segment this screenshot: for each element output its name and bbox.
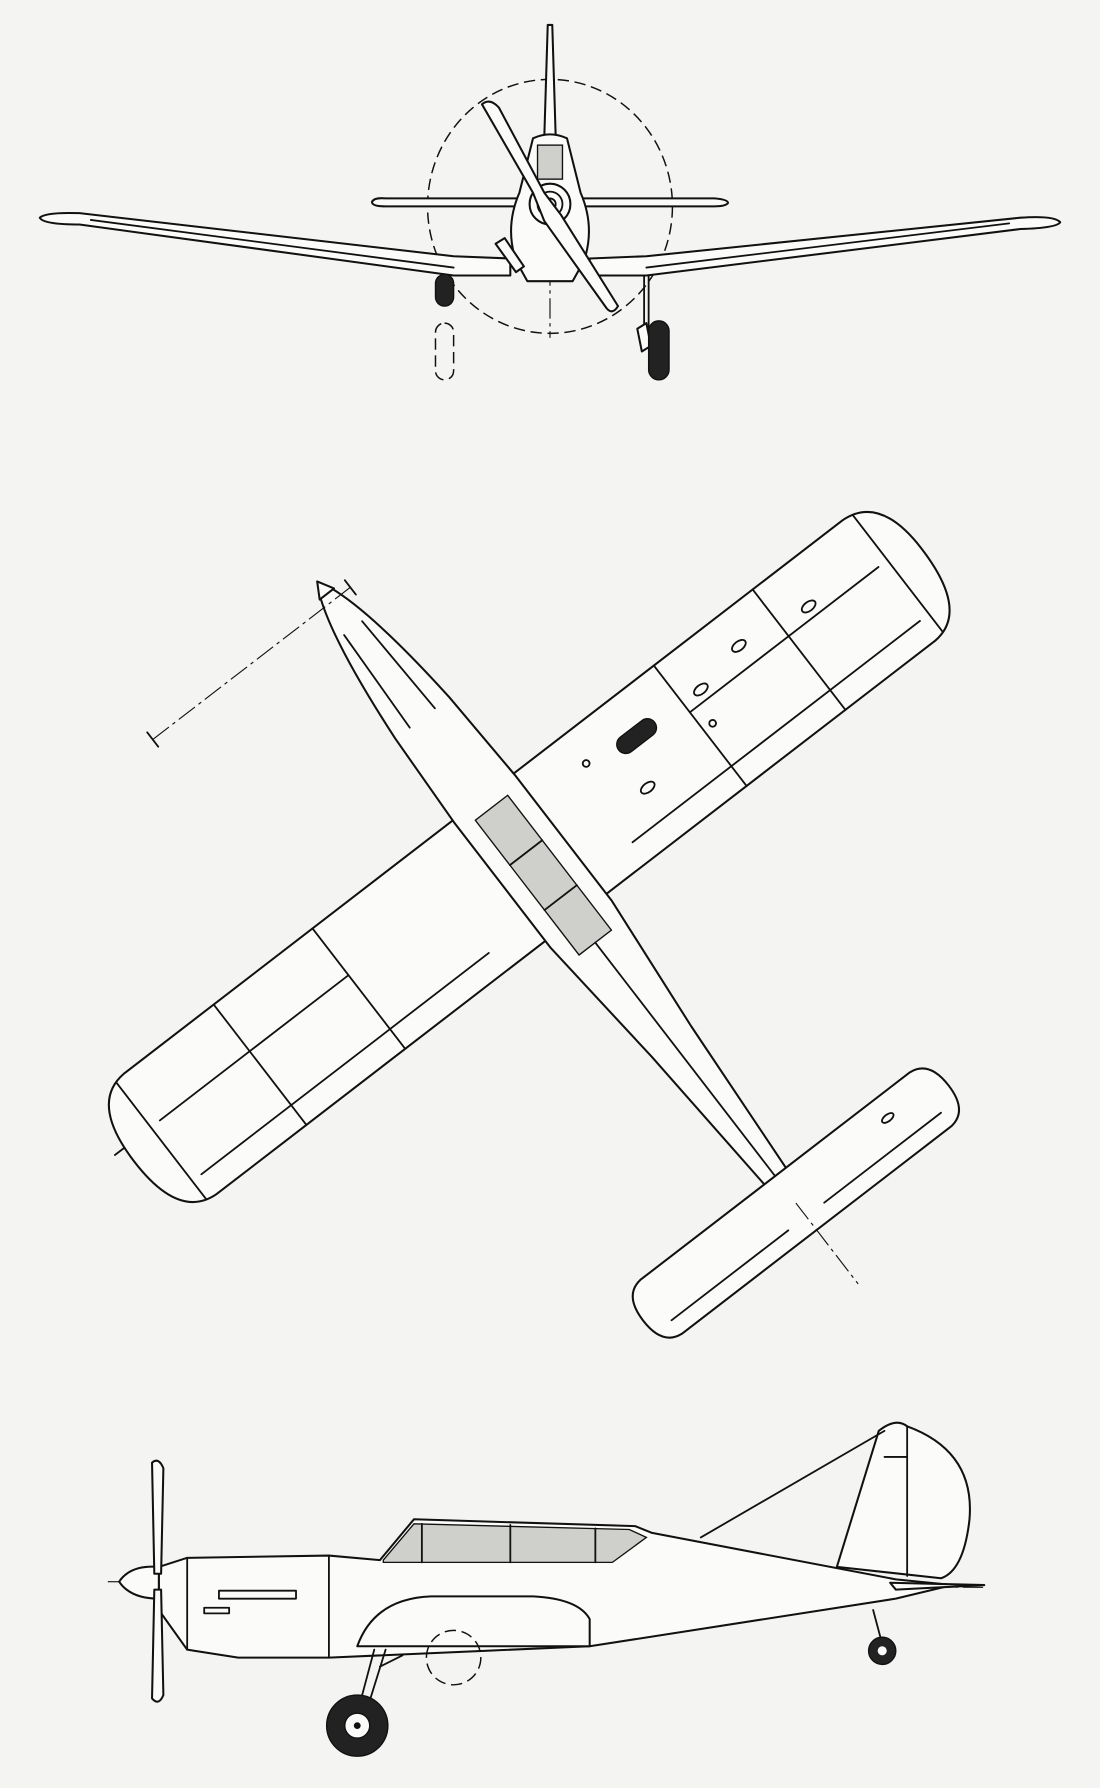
exhaust <box>494 237 525 274</box>
retracted-wheel-outline <box>434 322 455 381</box>
retracted-wheel-side <box>425 1629 482 1686</box>
dimension-line <box>152 586 351 740</box>
right-wheel-front <box>647 320 670 381</box>
left-wheel-front <box>434 273 455 307</box>
canopy-side <box>382 1523 648 1564</box>
nose-spinner <box>316 580 336 601</box>
tailplane-side <box>889 1581 986 1591</box>
canopy-front <box>536 144 564 180</box>
side-view <box>107 1421 987 1757</box>
spinner-side <box>118 1565 160 1600</box>
front-view <box>38 23 1062 381</box>
fin <box>543 23 557 138</box>
exhaust-stacks <box>218 1589 297 1600</box>
propeller-blade <box>480 100 620 313</box>
plan-view <box>107 511 960 1339</box>
fuselage-side <box>157 1518 954 1659</box>
wing-root-fairing <box>356 1595 591 1648</box>
bracing-wire <box>699 1429 886 1539</box>
main-gear-strut <box>359 1648 404 1702</box>
fin-rudder <box>835 1421 971 1580</box>
propeller-side <box>151 1459 165 1703</box>
